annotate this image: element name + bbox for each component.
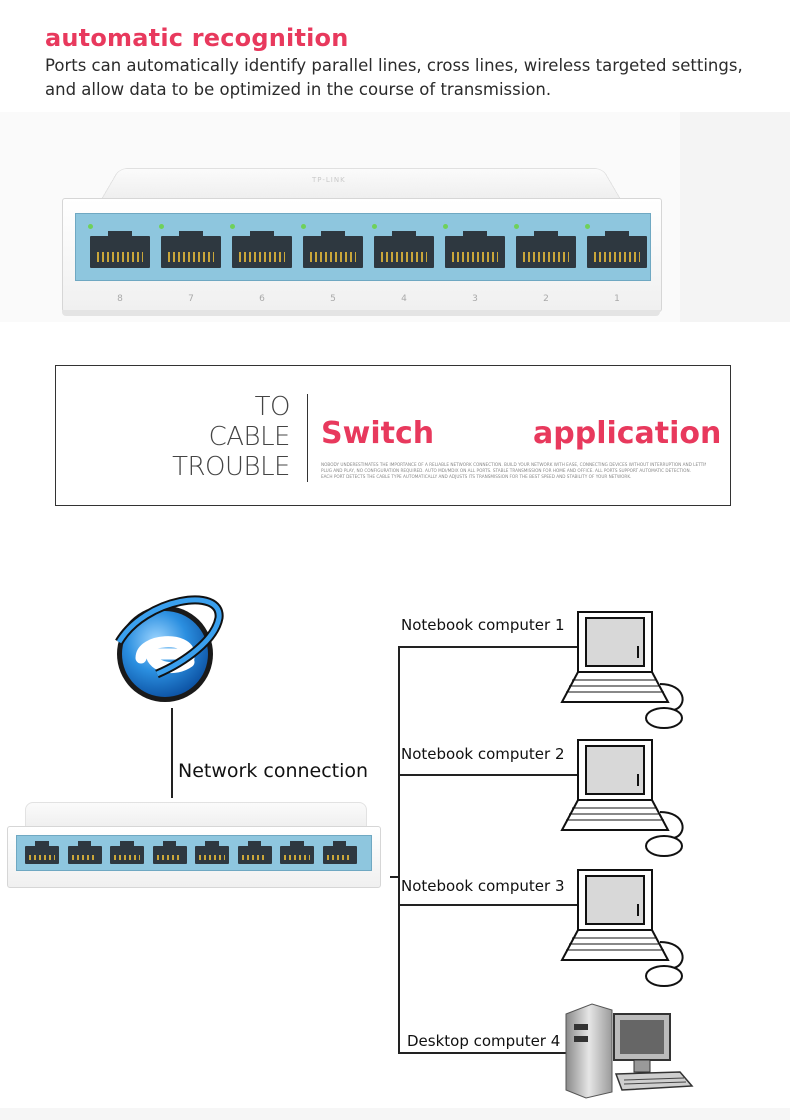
ethernet-port [152, 841, 187, 864]
device-label-4: Desktop computer 4 [407, 1032, 561, 1050]
banner-divider [307, 394, 308, 482]
ethernet-port [195, 841, 229, 864]
banner-fine-print-1: NOBODY UNDERESTIMATES THE IMPORTANCE OF … [321, 462, 706, 467]
banner-line-trouble: TROUBLE [172, 452, 290, 482]
device-label-2: Notebook computer 2 [401, 745, 565, 763]
brand-label: TP-LINK [312, 176, 346, 184]
notebook-computer-icon [560, 869, 684, 987]
port-led [443, 224, 448, 229]
ethernet-port [374, 231, 434, 268]
trunk-line [398, 646, 400, 1052]
ethernet-port [445, 231, 505, 268]
port-led [159, 224, 164, 229]
banner-word-switch: Switch [321, 416, 435, 451]
device-label-1: Notebook computer 1 [401, 616, 565, 634]
port-number: 7 [188, 294, 194, 304]
product-photo: TP-LINK 8 7 6 5 4 3 2 1 [0, 112, 680, 322]
port-panel: 8 7 6 5 4 3 2 1 [75, 213, 651, 304]
section-title: automatic recognition [45, 24, 349, 52]
branch-line-1 [398, 646, 583, 648]
notebook-computer-icon [560, 611, 684, 729]
network-connection-label: Network connection [178, 760, 369, 782]
port-number: 1 [614, 294, 620, 304]
branch-line-3 [398, 904, 583, 906]
ethernet-port [110, 841, 144, 864]
port-number: 8 [117, 294, 123, 304]
port-led [514, 224, 519, 229]
diagram-switch-front [7, 826, 381, 888]
banner-fine-print-2: PLUG AND PLAY, NO CONFIGURATION REQUIRED… [321, 468, 691, 473]
banner-word-application: application [533, 416, 722, 451]
branch-line-4 [398, 1052, 568, 1054]
port-number: 2 [543, 294, 549, 304]
notebook-computer-icon [560, 739, 684, 857]
ethernet-port [280, 841, 314, 864]
port-led [230, 224, 235, 229]
banner-line-to: TO [254, 392, 291, 422]
port-led [88, 224, 93, 229]
ethernet-port [516, 231, 576, 268]
port-number: 3 [472, 294, 478, 304]
ethernet-port [587, 231, 647, 268]
ethernet-port [303, 231, 363, 268]
network-link-line [171, 708, 173, 798]
banner: TO CABLE TROUBLE Switch application NOBO… [55, 365, 731, 506]
banner-line-cable: CABLE [208, 422, 291, 452]
diagram-port-panel [16, 835, 372, 871]
ethernet-port [237, 841, 272, 864]
port-led [372, 224, 377, 229]
switch-base [62, 310, 660, 316]
ethernet-port [161, 231, 221, 268]
ethernet-port [232, 231, 292, 268]
ethernet-port [67, 841, 102, 864]
switch-top-surface [100, 168, 622, 202]
footer-strip [0, 1108, 790, 1120]
ethernet-port [322, 841, 357, 864]
ethernet-port [25, 841, 59, 864]
device-label-3: Notebook computer 3 [401, 877, 565, 895]
desktop-computer-icon [565, 1003, 694, 1099]
port-number: 6 [259, 294, 265, 304]
port-led [301, 224, 306, 229]
internet-explorer-icon [115, 595, 224, 702]
ethernet-port [90, 231, 150, 268]
banner-fine-print-3: EACH PORT DETECTS THE CABLE TYPE AUTOMAT… [321, 474, 632, 479]
port-led [585, 224, 590, 229]
diagram-switch-top [25, 802, 367, 830]
switch-front: 8 7 6 5 4 3 2 1 [62, 198, 662, 312]
network-switch [5, 800, 383, 896]
port-number: 5 [330, 294, 336, 304]
port-number: 4 [401, 294, 407, 304]
switch-connector-line [390, 876, 398, 878]
section-description: Ports can automatically identify paralle… [45, 56, 743, 99]
branch-line-2 [398, 774, 583, 776]
